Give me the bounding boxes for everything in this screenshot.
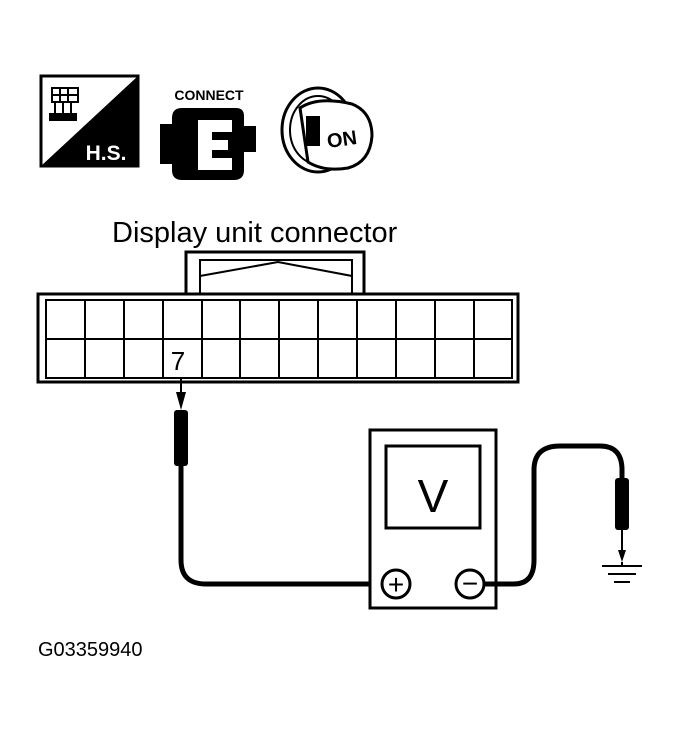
negative-terminal-symbol: − [462, 568, 478, 599]
connect-icon: CONNECT [160, 87, 256, 180]
positive-probe [174, 378, 188, 560]
ground-probe [615, 478, 629, 562]
terminal-7-label: 7 [171, 346, 185, 376]
harness-sign-icon: H.S. [39, 74, 140, 168]
key-slot [306, 116, 320, 146]
connector-plug-back [160, 124, 174, 164]
positive-terminal-symbol: + [388, 569, 404, 600]
display-unit-connector: 7 [36, 250, 520, 384]
positive-terminal [380, 568, 412, 600]
connector-plug-marking [198, 120, 232, 170]
figure-id: G03359940 [38, 639, 143, 661]
connect-label: CONNECT [174, 87, 244, 103]
ignition-on-label: ON [326, 127, 359, 153]
voltmeter-display-text: V [418, 470, 449, 522]
latch-lock-shape [199, 260, 353, 296]
voltmeter-display [384, 444, 482, 530]
terminal-grid [46, 300, 512, 378]
negative-lead-wire [484, 443, 625, 587]
harness-connector-pictogram [49, 87, 79, 121]
connector-title: Display unit connector [112, 217, 398, 249]
ground-icon [602, 562, 642, 583]
ignition-key-on-icon: ON [280, 86, 374, 174]
voltmeter: V + − [368, 428, 498, 610]
positive-lead-wire [178, 540, 376, 587]
harness-sign-label: H.S. [86, 142, 127, 165]
